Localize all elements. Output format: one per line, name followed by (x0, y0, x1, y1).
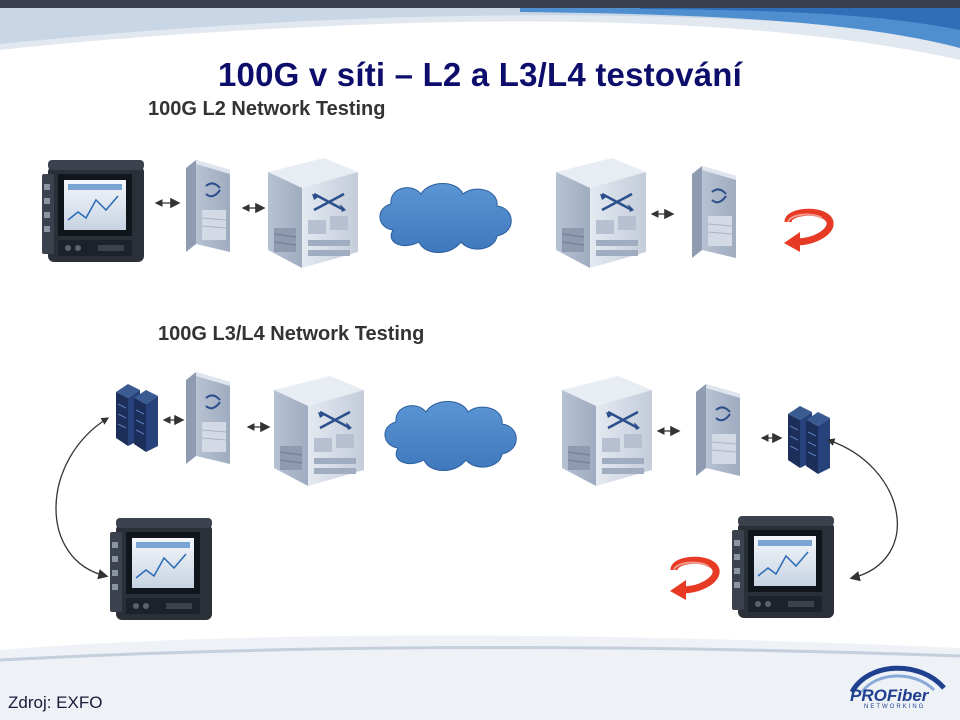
top-decorative-band (0, 0, 960, 60)
l2-loopback-arrow-icon (784, 212, 830, 252)
source-caption: Zdroj: EXFO (8, 693, 103, 712)
l2-router-icon (554, 156, 648, 270)
l3l4-curved-link-arrow (826, 438, 898, 582)
l3l4-server-icon (115, 383, 159, 453)
logo-tagline-text: NETWORKING (864, 704, 926, 710)
slide-title: 100G v síti – L2 a L3/L4 testování (217, 56, 743, 93)
l2-router-icon (266, 156, 360, 270)
l2-section-label: 100G L2 Network Testing (148, 98, 386, 120)
l3l4-server-icon (787, 405, 831, 475)
profiber-logo-icon (849, 665, 946, 694)
l3l4-network-cloud-icon (384, 401, 517, 471)
l3l4-router-icon (272, 374, 366, 488)
logo-brand-text: PROFiber (850, 686, 929, 705)
l3l4-router-icon (560, 374, 654, 488)
bottom-decorative-band (0, 635, 960, 720)
l3l4-access-switch-icon (185, 371, 231, 465)
l3l4-test-set-icon (109, 517, 213, 621)
l3l4-curved-link-arrow (55, 417, 110, 580)
l2-access-switch-icon (691, 165, 737, 259)
l3l4-loopback-arrow-icon (670, 560, 716, 600)
l2-network-cloud-icon (379, 183, 512, 253)
l3l4-test-set-icon (731, 515, 835, 619)
l3l4-section-label: 100G L3/L4 Network Testing (158, 323, 425, 345)
l2-access-switch-icon (185, 159, 231, 253)
l3l4-access-switch-icon (695, 383, 741, 477)
l2-test-set-icon (41, 159, 145, 263)
